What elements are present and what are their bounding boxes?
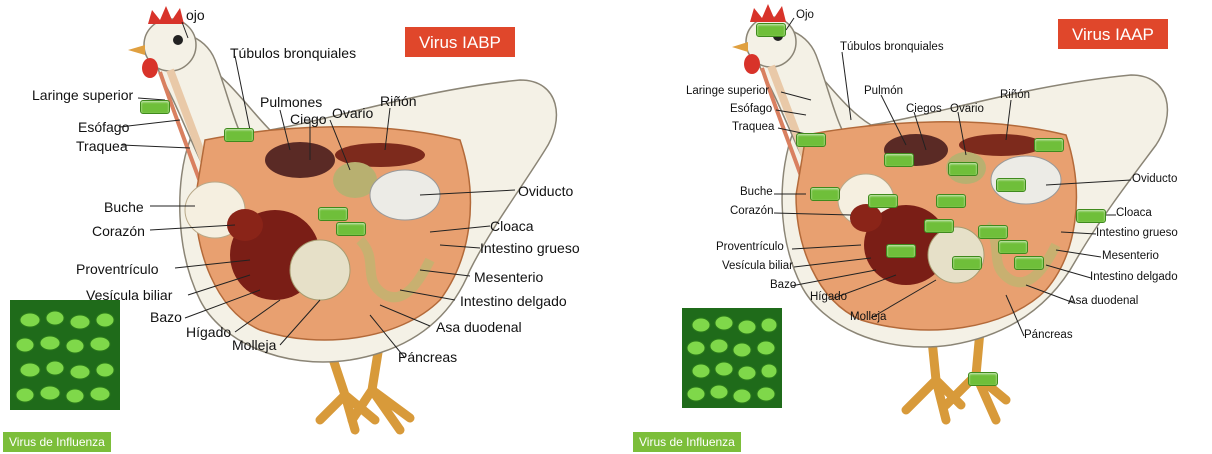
label-intestino-grueso: Intestino grueso — [1096, 228, 1178, 240]
label-traquea: Traquea — [732, 122, 774, 134]
label-tubulos: Túbulos bronquiales — [840, 42, 944, 54]
virus-marker-lung — [884, 153, 914, 167]
gizzard-left — [290, 240, 350, 300]
label-cloaca: Cloaca — [1116, 208, 1152, 220]
label-buche: Buche — [740, 187, 773, 199]
label-pancreas: Páncreas — [398, 350, 457, 364]
virus-marker-ceca — [936, 194, 966, 208]
label-vesicula: Vesícula biliar — [86, 288, 172, 302]
virus-marker-large-intestine — [978, 225, 1008, 239]
label-molleja: Molleja — [232, 338, 276, 352]
label-rinon: Riñón — [380, 94, 417, 108]
virus-marker-trachea — [796, 133, 826, 147]
comb-left — [148, 6, 184, 24]
label-ojo: Ojo — [796, 10, 814, 22]
eye-left — [173, 35, 183, 45]
label-molleja: Molleja — [850, 312, 886, 324]
label-laringe: Laringe superior — [686, 86, 769, 98]
label-corazon: Corazón — [730, 206, 773, 218]
virus-marker-trachea — [224, 128, 254, 142]
label-proventriculo: Proventrículo — [76, 262, 158, 276]
influenza-caption: Virus de Influenza — [3, 432, 111, 452]
virus-marker-oviduct — [996, 178, 1026, 192]
label-intestino-delgado: Intestino delgado — [1090, 272, 1178, 284]
label-cloaca: Cloaca — [490, 219, 534, 233]
label-traquea: Traquea — [76, 139, 128, 153]
label-ciego: Ciego — [290, 112, 327, 126]
virus-marker-gut-upper — [318, 207, 348, 221]
virus-marker-mesentery — [998, 240, 1028, 254]
label-esofago: Esófago — [730, 104, 772, 116]
label-tubulos: Túbulos bronquiales — [230, 46, 356, 60]
gizzard-right — [928, 227, 984, 283]
virus-marker-spleen — [886, 244, 916, 258]
label-vesicula: Vesícula biliar — [722, 261, 793, 273]
label-intestino-delgado: Intestino delgado — [460, 294, 567, 308]
wattle-right — [744, 54, 760, 74]
panel-iaap: Virus IAAP Virus de Influenza Ojo Túbulo… — [606, 0, 1212, 454]
label-asa: Asa duodenal — [1068, 296, 1138, 308]
label-ojo: ojo — [186, 8, 205, 22]
label-mesenterio: Mesenterio — [474, 270, 543, 284]
virus-marker-gizzard — [952, 256, 982, 270]
virus-marker-heart — [868, 194, 898, 208]
label-bazo: Bazo — [770, 280, 796, 292]
label-intestino-grueso: Intestino grueso — [480, 241, 580, 255]
virus-marker-small-intestine — [1014, 256, 1044, 270]
virus-marker-cloaca — [1076, 209, 1106, 223]
label-buche: Buche — [104, 200, 144, 214]
virus-marker-kidney — [1034, 138, 1064, 152]
virus-marker-ovary — [948, 162, 978, 176]
label-corazon: Corazón — [92, 224, 145, 238]
label-higado: Hígado — [186, 325, 231, 339]
beak-left — [128, 45, 145, 55]
label-ovario: Ovario — [332, 106, 373, 120]
wattle-left — [142, 58, 158, 78]
label-rinon: Riñón — [1000, 90, 1030, 102]
label-esofago: Esófago — [78, 120, 129, 134]
label-laringe: Laringe superior — [32, 88, 133, 102]
comb-right — [750, 4, 786, 22]
influenza-caption: Virus de Influenza — [633, 432, 741, 452]
label-ciegos: Ciegos — [906, 104, 942, 116]
label-pulmones: Pulmones — [260, 95, 322, 109]
virus-marker-leg — [968, 372, 998, 386]
label-higado: Hígado — [810, 292, 847, 304]
virus-marker-larynx — [140, 100, 170, 114]
label-ovario: Ovario — [950, 104, 984, 116]
label-oviducto: Oviducto — [1132, 174, 1177, 186]
heart-right — [850, 204, 882, 232]
panel-iabp: Virus IABP Virus de Influenza ojo Túbulo… — [0, 0, 606, 454]
virus-marker-proventriculus — [924, 219, 954, 233]
virus-marker-crop — [810, 187, 840, 201]
virus-texture-left — [10, 300, 120, 410]
label-proventriculo: Proventrículo — [716, 242, 784, 254]
beak-right — [732, 42, 748, 52]
label-pulmon: Pulmón — [864, 86, 903, 98]
label-asa: Asa duodenal — [436, 320, 522, 334]
virus-marker-gut-lower — [336, 222, 366, 236]
label-bazo: Bazo — [150, 310, 182, 324]
virus-type-badge: Virus IAAP — [1058, 19, 1168, 49]
label-oviducto: Oviducto — [518, 184, 573, 198]
virus-type-badge: Virus IABP — [405, 27, 515, 57]
virus-marker-eye — [756, 23, 786, 37]
virus-texture-right — [682, 308, 782, 408]
label-mesenterio: Mesenterio — [1102, 251, 1159, 263]
label-pancreas: Páncreas — [1024, 330, 1073, 342]
lungs-left — [265, 142, 335, 178]
